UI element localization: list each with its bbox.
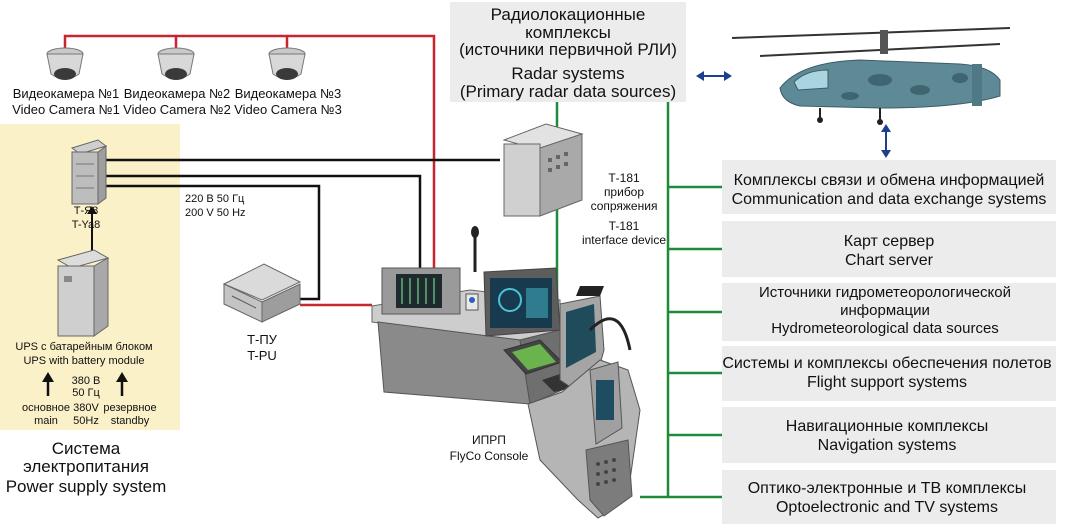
t181-device [502,123,584,217]
input-standby-ru: резервное [103,402,156,414]
input-voltage-en: 380V [73,402,99,414]
system-navigation-en: Navigation systems [818,437,957,454]
power-system-ru-2: электропитания [23,457,149,476]
console-label: ИПРП FlyCo Console [450,433,529,463]
radar-systems-box [450,2,686,102]
t181-label-ru-3: сопряжения [591,199,658,213]
flyco-console [371,226,641,519]
system-flight-support-en: Flight support systems [807,374,967,391]
camera-1-label-ru: Видеокамера №1 [13,86,120,101]
t181-label: Т-181 прибор сопряжения T-181 interface … [582,171,666,247]
camera-2-label-en: Video Camera №2 [123,102,231,117]
system-hydromet-ru-1: Источники гидрометеорологической [759,284,1011,301]
system-optoelectronic-en: Optoelectronic and TV systems [776,499,998,516]
tpu-device [222,263,302,323]
power-labels: Т-Я8 T-Ya8 UPS с батарейным блоком UPS w… [15,205,156,427]
camera-3-label-en: Video Camera №3 [234,102,342,117]
t181-label-ru-2: прибор [604,185,644,199]
radar-title-en-2: (Primary radar data sources) [460,82,676,101]
power-system-en: Power supply system [6,477,167,496]
ups-label-en: UPS with battery module [23,355,144,367]
tpu-label-en: T-PU [247,348,277,363]
system-box-optoelectronic [722,470,1056,524]
ya8-label-en: T-Ya8 [72,219,101,231]
radar-title-ru-3: (источники первичной РЛИ) [459,40,677,59]
power-wiring [105,158,500,301]
mains-label-ru: 220 В 50 Гц [185,193,245,205]
radar-title-ru-2: комплексы [525,23,611,42]
system-navigation-ru: Навигационные комплексы [786,418,988,435]
input-main-ru: основное [22,402,70,414]
tpu-label-ru: Т-ПУ [247,332,278,347]
system-box-texts: Комплексы связи и обмена информацией Com… [722,172,1051,516]
power-arrows [42,206,128,396]
mains-label-en: 200 V 50 Hz [185,207,246,219]
system-box-flight-support [722,346,1056,401]
camera-2 [157,47,195,80]
camera-3-label-ru: Видеокамера №3 [235,86,342,101]
helicopter-illustration [731,27,1011,125]
ups-unit [56,249,110,337]
power-system-ru-1: Система [52,439,121,458]
system-box-communication [722,160,1056,214]
console-label-ru: ИПРП [472,433,506,447]
system-optoelectronic-ru: Оптико-электронные и ТВ комплексы [748,480,1027,497]
radar-title-en-1: Radar systems [511,64,624,83]
tpu-label: Т-ПУ T-PU [247,332,278,363]
camera-1-label-en: Video Camera №1 [12,102,120,117]
camera-wiring [63,34,436,307]
input-standby-en: standby [111,415,150,427]
system-communication-en: Communication and data exchange systems [732,191,1047,208]
system-hydromet-ru-2: информации [840,302,930,319]
input-main-en: main [34,415,58,427]
system-hydromet-en: Hydrometeorological data sources [771,320,999,337]
system-chart-server-en: Chart server [845,252,934,269]
t181-label-en-2: interface device [582,233,666,247]
power-system-title: Система электропитания Power supply syst… [6,439,167,496]
ya8-cabinet [70,139,108,205]
system-box-hydromet [722,283,1056,341]
t181-label-en-1: T-181 [609,219,640,233]
radar-title-ru-1: Радиолокационные [491,5,646,24]
system-communication-ru: Комплексы связи и обмена информацией [734,172,1045,189]
system-flight-support-ru: Системы и комплексы обеспечения полетов [722,355,1051,372]
camera-3 [268,47,306,80]
camera-1 [46,47,84,80]
console-label-en: FlyCo Console [450,449,529,463]
system-box-navigation [722,407,1056,463]
system-box-chart-server [722,221,1056,277]
input-freq-ru: 50 Гц [72,387,100,399]
input-voltage-ru: 380 В [72,375,101,387]
ups-label-ru: UPS с батарейным блоком [15,341,152,353]
input-freq-en: 50Hz [73,415,99,427]
mains-label: 220 В 50 Гц 200 V 50 Hz [185,193,246,219]
camera-2-label-ru: Видеокамера №2 [124,86,231,101]
camera-labels: Видеокамера №1 Video Camera №1 Видеокаме… [12,86,342,117]
ya8-label-ru: Т-Я8 [74,205,98,217]
system-chart-server-ru: Карт сервер [844,233,935,250]
t181-label-ru-1: Т-181 [608,171,640,185]
radar-systems-text: Радиолокационные комплексы (источники пе… [459,5,677,101]
system-boxes [722,160,1056,524]
link-arrows [696,71,891,158]
